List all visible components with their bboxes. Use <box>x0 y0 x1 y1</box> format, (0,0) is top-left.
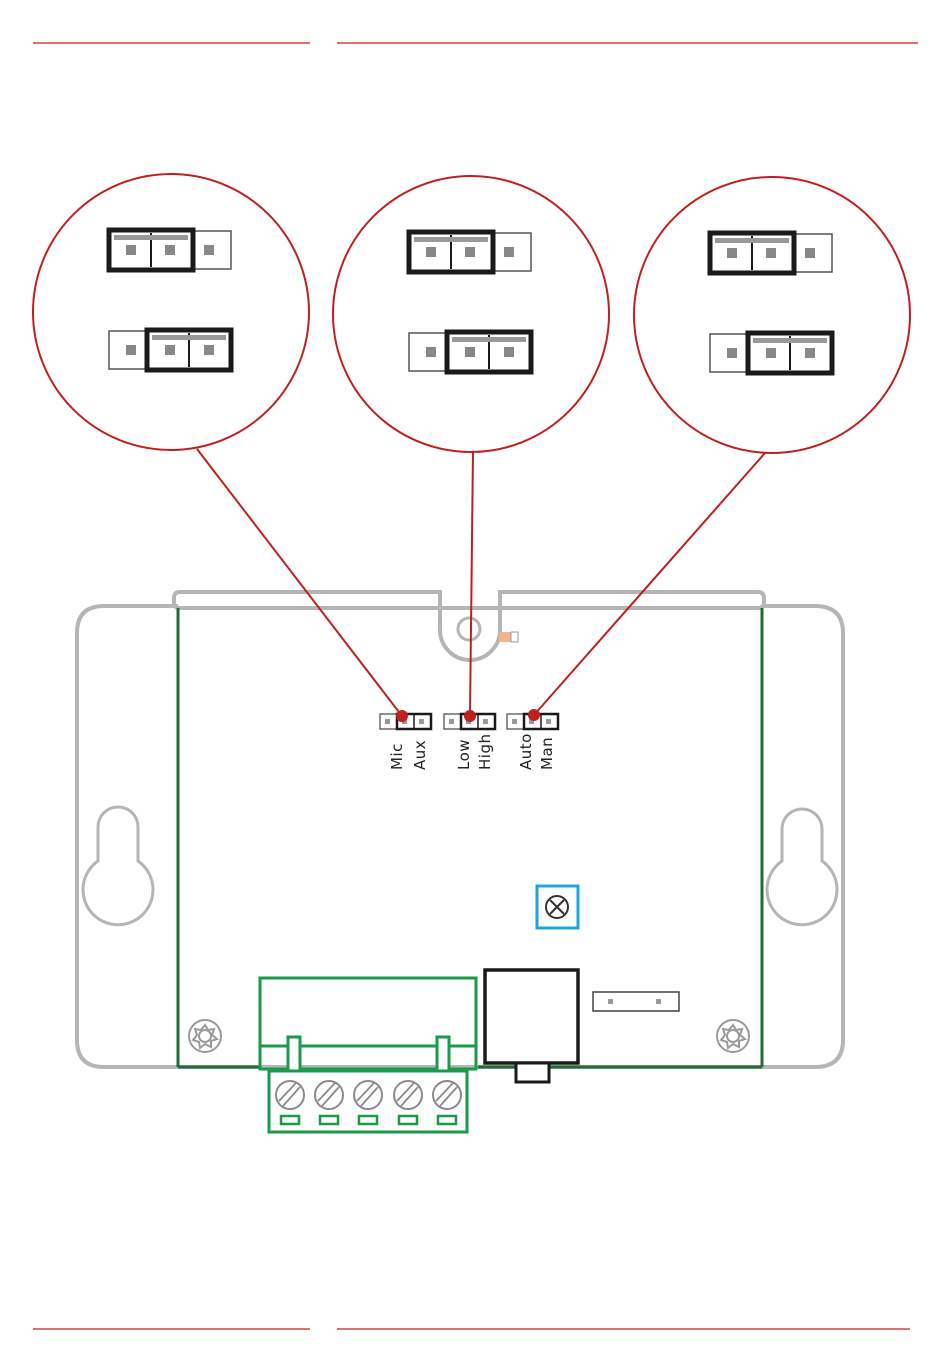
jumper-position-top <box>109 230 231 270</box>
terminal-contact <box>399 1116 417 1124</box>
terminal-screw-icon[interactable] <box>433 1081 461 1124</box>
mounting-rail <box>174 592 764 660</box>
jumper-position-bottom <box>109 330 231 370</box>
zoom-details <box>33 174 910 453</box>
mounting-hole-icon <box>767 809 837 925</box>
terminal-contact <box>281 1116 299 1124</box>
terminal-contact <box>320 1116 338 1124</box>
terminal-screw-icon[interactable] <box>276 1081 304 1124</box>
switch-label-low: Low <box>455 739 473 770</box>
callout-dot-mode-select <box>528 709 540 721</box>
switch-label-man: Man <box>538 737 556 770</box>
two-pin-header <box>593 992 679 1011</box>
terminal-screw-icon[interactable] <box>394 1081 422 1124</box>
callout-dot-level-select <box>464 710 476 722</box>
jumper-position-top <box>710 233 832 273</box>
switch-label-mic: Mic <box>388 743 406 770</box>
jumper-position-bottom <box>710 333 832 373</box>
switch-label-high: High <box>476 734 494 770</box>
jumper-position-top <box>409 232 531 272</box>
switch-label-aux: Aux <box>411 740 429 770</box>
jumper-position-bottom <box>409 332 531 372</box>
callout-dot-input-select <box>396 710 408 722</box>
enclosure <box>77 592 843 1067</box>
screw-icon <box>717 1020 749 1052</box>
potentiometer-icon[interactable] <box>537 886 578 928</box>
callout-line-level-select <box>470 451 473 716</box>
terminal-contact <box>359 1116 377 1124</box>
zoom-level-select <box>333 176 609 452</box>
terminal-contact <box>438 1116 456 1124</box>
terminal-screw-icon[interactable] <box>315 1081 343 1124</box>
callout-line-mode-select <box>534 453 765 715</box>
status-led <box>499 632 518 642</box>
switch-label-auto: Auto <box>517 733 535 770</box>
zoom-mode-select <box>634 177 910 453</box>
callout-lines <box>197 449 765 716</box>
mounting-hole-icon <box>83 807 153 925</box>
rail-screw-hole <box>458 618 480 640</box>
terminal-latch-right <box>437 1037 449 1071</box>
terminal-latch-left <box>288 1037 300 1071</box>
callout-line-input-select <box>197 449 402 716</box>
enclosure-outline <box>77 606 843 1067</box>
switch-labels: Mic Aux Low High Auto Man <box>388 733 556 770</box>
zoom-input-select <box>33 174 309 450</box>
screw-icon <box>189 1020 221 1052</box>
terminal-screw-icon[interactable] <box>354 1081 382 1124</box>
